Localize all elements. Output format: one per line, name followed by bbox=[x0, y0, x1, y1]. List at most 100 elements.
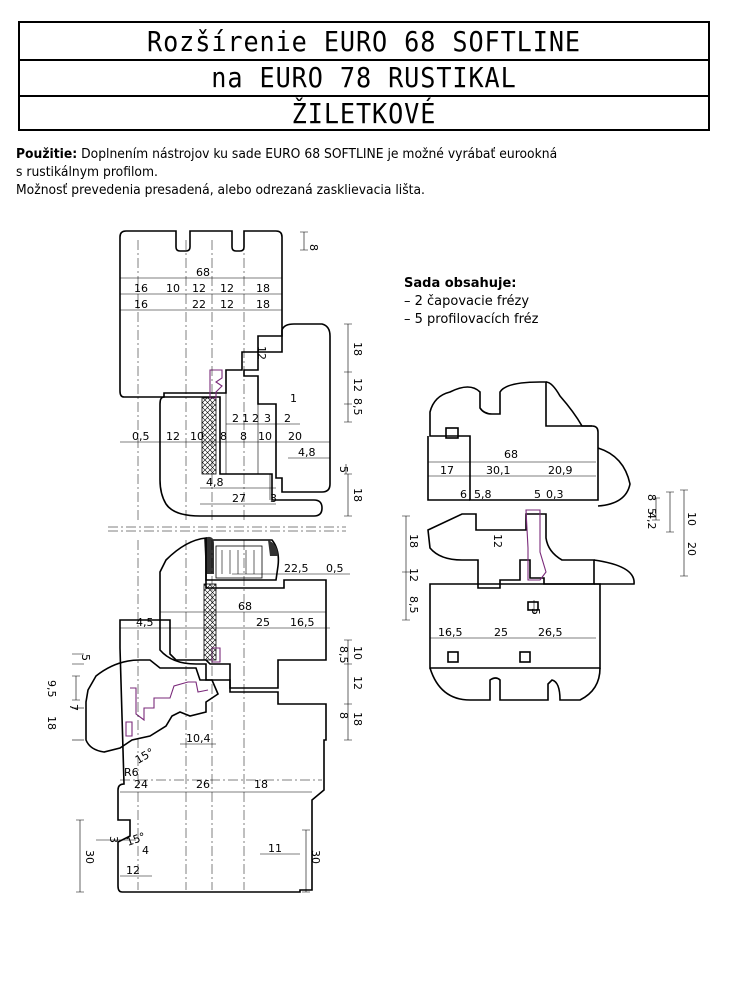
dim-label: 12 bbox=[407, 568, 420, 582]
dim-label: 12 bbox=[220, 298, 234, 311]
dim-label: 2 bbox=[232, 412, 239, 425]
dim-label: 5 bbox=[645, 508, 658, 515]
dim-label: 27 bbox=[232, 492, 246, 505]
dim-label: 8 bbox=[337, 712, 350, 719]
dim-label: 3 bbox=[264, 412, 271, 425]
dim-label: 24 bbox=[134, 778, 148, 791]
dim-label: 22,5 bbox=[284, 562, 309, 575]
dim-label: 18 bbox=[351, 712, 364, 726]
dim-label: 8 bbox=[240, 430, 247, 443]
dim-label: 0,5 bbox=[326, 562, 344, 575]
set-title: Sada obsahuje: bbox=[404, 276, 517, 291]
dim-label: 22 bbox=[192, 298, 206, 311]
dim-label: 8 bbox=[307, 244, 320, 251]
dim-label: 25 bbox=[494, 626, 508, 639]
dim-label: 16 bbox=[134, 298, 148, 311]
dim-label: 3 bbox=[270, 492, 277, 505]
left-dimension-labels: 8 68 16 10 12 12 18 16 22 12 18 12 18 12… bbox=[45, 244, 364, 877]
dim-label: 15° bbox=[133, 746, 156, 767]
left-sash-profile bbox=[108, 230, 346, 532]
dim-label: 7 bbox=[67, 704, 80, 711]
dim-label: 18 bbox=[407, 534, 420, 548]
dim-label: 2 bbox=[252, 412, 259, 425]
dim-label: 8 bbox=[220, 430, 227, 443]
dim-label: 12 bbox=[351, 676, 364, 690]
right-dimension-labels: 68 17 30,1 20,9 6 5,8 5 0,3 12 18 12 8,5… bbox=[407, 448, 698, 639]
dim-label: 18 bbox=[351, 488, 364, 502]
dim-label: 8,5 bbox=[337, 646, 350, 664]
dim-label: 16 bbox=[134, 282, 148, 295]
dim-label: 68 bbox=[504, 448, 518, 461]
dim-label: 26 bbox=[196, 778, 210, 791]
title-line-1: Rozšírenie EURO 68 SOFTLINE bbox=[147, 25, 581, 58]
right-section-profile bbox=[402, 381, 688, 701]
dim-label: 10 bbox=[351, 646, 364, 660]
dim-label: 5 bbox=[529, 608, 542, 615]
dim-label: 30 bbox=[309, 850, 322, 864]
dim-label: 8,5 bbox=[351, 398, 364, 416]
dim-label: 1 bbox=[242, 412, 249, 425]
dim-label: 18 bbox=[351, 342, 364, 356]
dim-label: 10 bbox=[258, 430, 272, 443]
dim-label: 4,8 bbox=[206, 476, 224, 489]
dim-label: 30 bbox=[83, 850, 96, 864]
dim-label: 12 bbox=[220, 282, 234, 295]
dim-label: 3 bbox=[107, 836, 120, 843]
usage-note: Použitie: Doplnením nástrojov ku sade EU… bbox=[16, 146, 681, 200]
dim-label: 20,9 bbox=[548, 464, 573, 477]
title-divider bbox=[20, 59, 708, 61]
dim-label: 12 bbox=[491, 534, 504, 548]
left-dimensions bbox=[72, 231, 352, 893]
title-divider bbox=[20, 95, 708, 97]
dim-label: 1 bbox=[290, 392, 297, 405]
dim-label: 18 bbox=[256, 298, 270, 311]
dim-label: 12 bbox=[192, 282, 206, 295]
dim-label: 20 bbox=[685, 542, 698, 556]
dim-label: 10,4 bbox=[186, 732, 211, 745]
title-line-3: ŽILETKOVÉ bbox=[291, 97, 437, 130]
dim-label: 5 bbox=[337, 466, 350, 473]
dim-label: 5 bbox=[79, 654, 92, 661]
dim-label: 0,3 bbox=[546, 488, 564, 501]
dim-label: 12 bbox=[166, 430, 180, 443]
dim-label: 15° bbox=[125, 830, 148, 849]
left-frame-profile bbox=[85, 536, 327, 893]
dim-label: 4,5 bbox=[136, 616, 154, 629]
usage-text-2: s rustikálnym profilom. bbox=[16, 165, 158, 180]
dim-label: 10 bbox=[685, 512, 698, 526]
dim-label: 10 bbox=[166, 282, 180, 295]
dim-label: 16,5 bbox=[290, 616, 315, 629]
usage-label: Použitie: bbox=[16, 147, 78, 162]
dim-label: 68 bbox=[238, 600, 252, 613]
dim-label: 4,8 bbox=[298, 446, 316, 459]
dim-label: 2 bbox=[284, 412, 291, 425]
dim-label: R6 bbox=[124, 766, 139, 779]
dim-label: 17 bbox=[440, 464, 454, 477]
dim-label: 12 bbox=[126, 864, 140, 877]
set-contents: Sada obsahuje: – 2 čapovacie frézy – 5 p… bbox=[404, 275, 538, 329]
dim-label: 5 bbox=[534, 488, 541, 501]
dim-label: 12 bbox=[255, 346, 268, 360]
dim-label: 5,8 bbox=[474, 488, 492, 501]
usage-text-3: Možnosť prevedenia presadená, alebo odre… bbox=[16, 183, 425, 198]
dim-label: 0,5 bbox=[132, 430, 150, 443]
dim-label: 30,1 bbox=[486, 464, 511, 477]
dim-label: 68 bbox=[196, 266, 210, 279]
dim-label: 16,5 bbox=[438, 626, 463, 639]
usage-text-1: Doplnením nástrojov ku sade EURO 68 SOFT… bbox=[77, 147, 558, 162]
dim-label: 18 bbox=[45, 716, 58, 730]
dim-label: 4,2 bbox=[645, 512, 658, 530]
dim-label: 25 bbox=[256, 616, 270, 629]
dim-label: 26,5 bbox=[538, 626, 563, 639]
dim-label: 6 bbox=[460, 488, 467, 501]
dim-label: 9,5 bbox=[45, 680, 58, 698]
dim-label: 18 bbox=[256, 282, 270, 295]
dim-label: 12 bbox=[351, 378, 364, 392]
dim-label: 11 bbox=[268, 842, 282, 855]
title-line-2: na EURO 78 RUSTIKAL bbox=[211, 61, 517, 94]
dim-label: 10 bbox=[190, 430, 204, 443]
dim-label: 18 bbox=[254, 778, 268, 791]
set-item: – 5 profilovacích fréz bbox=[404, 312, 539, 327]
dim-label: 20 bbox=[288, 430, 302, 443]
dim-label: 8,5 bbox=[407, 596, 420, 614]
